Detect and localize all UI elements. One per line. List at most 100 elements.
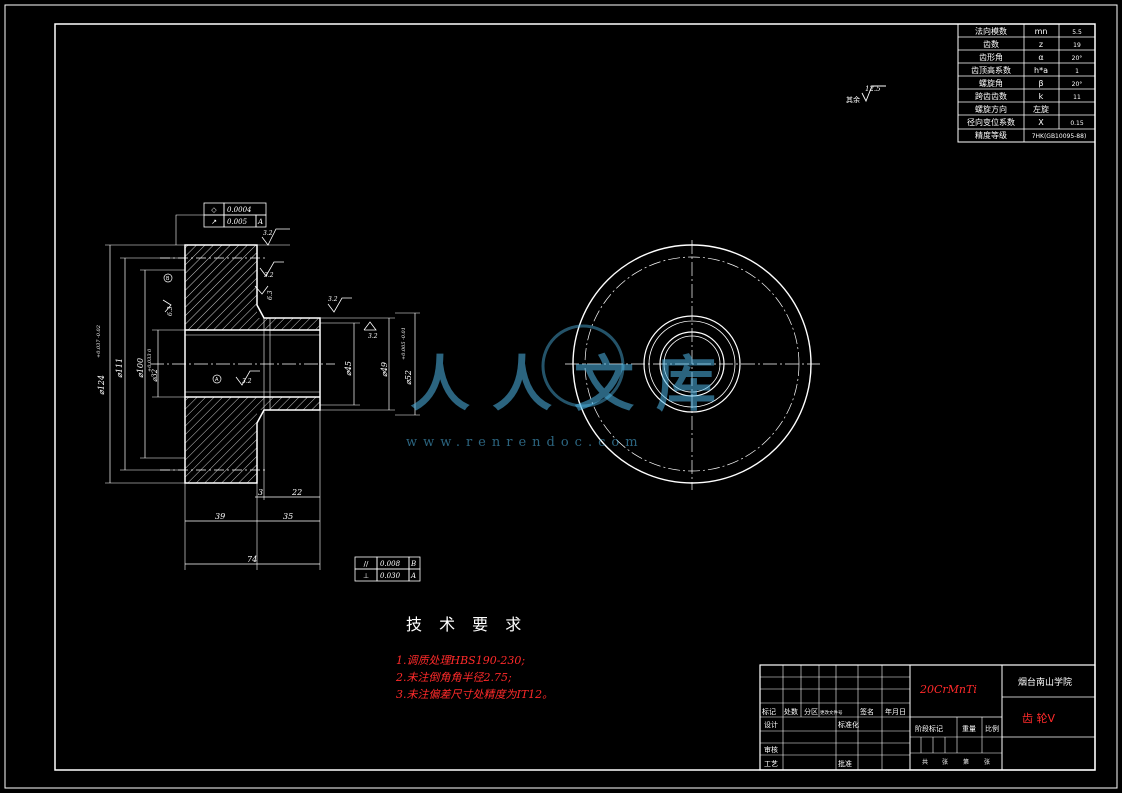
svg-text:0.030: 0.030 [380, 572, 401, 580]
svg-text:↗: ↗ [211, 218, 217, 226]
tech-item: 2.未注倒角角半径2.75; [395, 671, 512, 684]
material: 20CrMnTi [919, 683, 977, 696]
param-name: 齿数 [983, 39, 999, 49]
dim-d7-tol: +0.005 -0.01 [401, 327, 407, 360]
svg-text:3.2: 3.2 [264, 272, 274, 279]
svg-text:审核: 审核 [764, 745, 778, 754]
dim-d6: ⌀49 [380, 362, 389, 377]
svg-text:0.005: 0.005 [227, 218, 248, 226]
svg-text:◇: ◇ [211, 206, 217, 214]
pitch-circle [584, 256, 800, 472]
svg-text:B: B [410, 560, 416, 568]
param-symbol: β [1038, 79, 1043, 88]
svg-text:www.renrendoc.com: www.renrendoc.com [406, 435, 644, 450]
dim-l3: 3 [258, 488, 263, 497]
param-name: 精度等级 [975, 130, 1007, 140]
roughness-symbol: 3.2 [240, 228, 290, 246]
svg-text:设计: 设计 [764, 720, 778, 729]
param-symbol: X [1038, 118, 1044, 127]
svg-text:分区: 分区 [804, 707, 818, 716]
technical-requirements: 技 术 要 求 1.调质处理HBS190-230; 2.未注倒角角半径2.75;… [395, 615, 553, 701]
param-value: 0.15 [1070, 120, 1084, 127]
param-name: 齿顶高系数 [971, 65, 1011, 75]
param-value: 20° [1072, 55, 1083, 62]
param-symbol: mn [1035, 27, 1048, 36]
svg-text:张: 张 [984, 758, 990, 766]
svg-text:年月日: 年月日 [885, 707, 906, 716]
roughness-other: 其余 12.5 [846, 85, 886, 104]
param-name: 齿形角 [979, 52, 1003, 62]
tech-item: 1.调质处理HBS190-230; [396, 654, 525, 667]
dim-d7: ⌀52 [404, 370, 413, 385]
gear-parameter-table: 法向模数 mn 5.5 齿数 z 19 齿形角 α 20° 齿顶高系数 h*a … [957, 23, 1096, 143]
dim-d2: ⌀111 [115, 358, 124, 378]
svg-text:阶段标记: 阶段标记 [915, 724, 943, 733]
dim-l35: 35 [283, 512, 293, 521]
svg-text:批准: 批准 [838, 759, 852, 768]
svg-text:标准化: 标准化 [838, 720, 859, 729]
tech-title: 技 术 要 求 [406, 615, 527, 634]
param-value: 11 [1073, 94, 1081, 101]
svg-text:⊥: ⊥ [363, 572, 369, 580]
svg-text:共: 共 [922, 758, 928, 766]
title-block: 标记 处数 分区 更改文件号 签名 年月日 设计 标准化 审核 工艺 批准 20… [759, 664, 1096, 771]
param-value: 1 [1075, 68, 1079, 75]
dim-d3: ⌀100 [136, 358, 145, 378]
roughness-symbol: 3.2 [235, 370, 260, 386]
param-symbol: 7HK(GB10095-88) [1032, 133, 1087, 140]
svg-text:更改文件号: 更改文件号 [820, 709, 843, 716]
svg-text:标记: 标记 [762, 707, 776, 716]
svg-text:B: B [166, 276, 170, 282]
roughness-symbol: 3.2 [363, 321, 378, 340]
param-symbol: z [1039, 40, 1043, 49]
svg-text:重量: 重量 [962, 725, 976, 733]
outer-border [4, 4, 1118, 789]
front-view [565, 240, 820, 490]
section-hatch-lower [185, 397, 320, 483]
svg-text:6.3: 6.3 [167, 306, 174, 316]
roughness-other-value: 12.5 [865, 85, 881, 93]
roughness-symbol: 3.2 [259, 261, 284, 279]
svg-text:0.0004: 0.0004 [227, 206, 252, 214]
roughness-symbol: 3.2 [327, 296, 352, 313]
param-name: 跨齿齿数 [975, 91, 1007, 101]
tip-circle [572, 244, 812, 484]
tech-item: 3.未注偏差尺寸处精度为IT12。 [396, 688, 553, 701]
roughness-symbol: 6.3 [162, 299, 174, 316]
dim-d4: ⌀32 [151, 368, 159, 382]
tolerance-frame-top: ◇ 0.0004 ↗ 0.005 A [175, 202, 267, 245]
dim-d5: ⌀45 [344, 361, 353, 376]
svg-text:6.3: 6.3 [267, 290, 274, 300]
param-value: 19 [1073, 42, 1081, 49]
param-symbol: α [1038, 53, 1043, 62]
param-name: 径向变位系数 [967, 117, 1015, 127]
section-hatch-upper [185, 245, 320, 330]
datum-marker [163, 273, 173, 283]
svg-text:工艺: 工艺 [764, 760, 778, 768]
dim-d4-tol: +0.033 0 [147, 348, 153, 372]
datum-marker [212, 374, 222, 384]
param-value: 5.5 [1072, 29, 1082, 36]
dim-d1: ⌀124 [97, 375, 106, 395]
bore-chamfer [663, 335, 721, 393]
svg-text:3.2: 3.2 [263, 230, 273, 237]
section-view: ⌀124 +0.037 -0.02 ⌀111 ⌀100 ⌀32 +0.033 0… [96, 202, 421, 582]
svg-text:A: A [257, 218, 263, 226]
watermark: 人人文库 www.renrendoc.com [406, 324, 738, 450]
tolerance-frame-bottom: // 0.008 B ⊥ 0.030 A [354, 556, 421, 582]
param-name: 法向模数 [975, 26, 1007, 36]
hub-circle-inner [648, 320, 736, 408]
svg-text:第: 第 [963, 758, 969, 766]
param-name: 螺旋方向 [975, 104, 1007, 114]
svg-text:0.008: 0.008 [380, 560, 401, 568]
dim-d1-tol: +0.037 -0.02 [96, 325, 102, 358]
school-name: 烟台南山学院 [1018, 676, 1072, 688]
svg-text:3.2: 3.2 [368, 333, 378, 340]
svg-text:A: A [215, 377, 219, 383]
roughness-symbol: 6.3 [254, 285, 274, 300]
param-symbol: k [1039, 92, 1044, 101]
svg-text:人人文库: 人人文库 [410, 350, 738, 420]
svg-text:3.2: 3.2 [242, 378, 252, 385]
inner-frame [54, 23, 1096, 771]
roughness-other-label: 其余 [846, 95, 860, 104]
